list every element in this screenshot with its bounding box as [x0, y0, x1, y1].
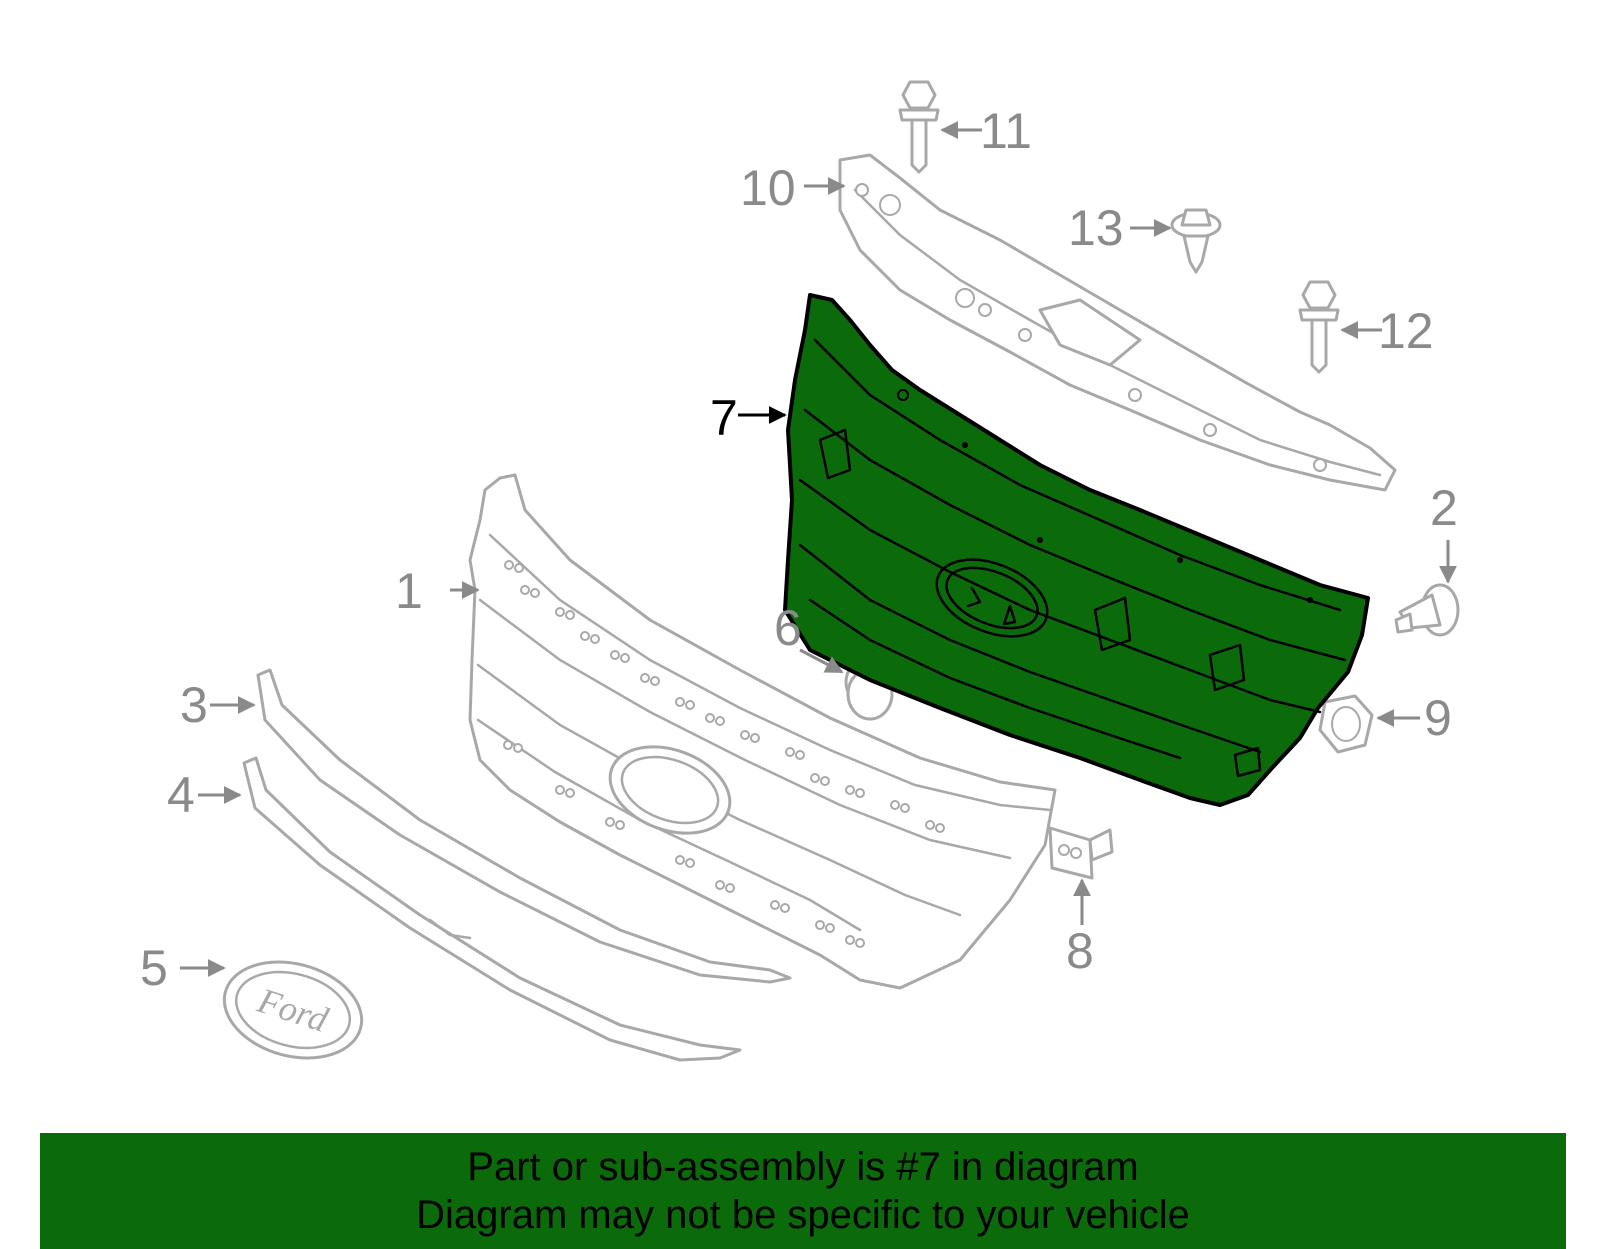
part-11-bolt [898, 80, 940, 174]
callout-1: 1 [395, 563, 423, 619]
callout-5: 5 [140, 940, 168, 996]
callout-2: 2 [1430, 480, 1458, 536]
parts-diagram: Ford 1 2 [140, 80, 1460, 1062]
leader-arrows [180, 121, 1457, 977]
info-banner: Part or sub-assembly is #7 in diagram Di… [40, 1133, 1566, 1249]
part-7-grille-reinforcement[interactable] [783, 293, 1370, 807]
part-9-nut [1318, 694, 1374, 754]
callout-10: 10 [740, 160, 796, 216]
banner-line-1: Part or sub-assembly is #7 in diagram [467, 1145, 1139, 1189]
part-3-molding [256, 668, 792, 984]
part-13-push-clip [1170, 208, 1222, 274]
callout-4: 4 [167, 767, 195, 823]
callout-12: 12 [1378, 303, 1434, 359]
callout-13: 13 [1068, 200, 1124, 256]
callout-6: 6 [774, 600, 802, 656]
callout-8: 8 [1066, 923, 1094, 979]
part-1-grille [468, 473, 1057, 990]
part-5-emblem: Ford [222, 960, 364, 1060]
callout-9: 9 [1424, 690, 1452, 746]
part-12-bolt [1298, 280, 1340, 374]
part-4-molding [242, 756, 742, 1062]
part-2-pin [1394, 583, 1460, 637]
callout-3: 3 [180, 677, 208, 733]
part-8-bracket [1048, 826, 1114, 880]
banner-line-2: Diagram may not be specific to your vehi… [416, 1193, 1190, 1237]
part-10-support-cover [838, 153, 1397, 492]
callout-7[interactable]: 7 [710, 390, 738, 446]
callout-11: 11 [980, 103, 1032, 159]
